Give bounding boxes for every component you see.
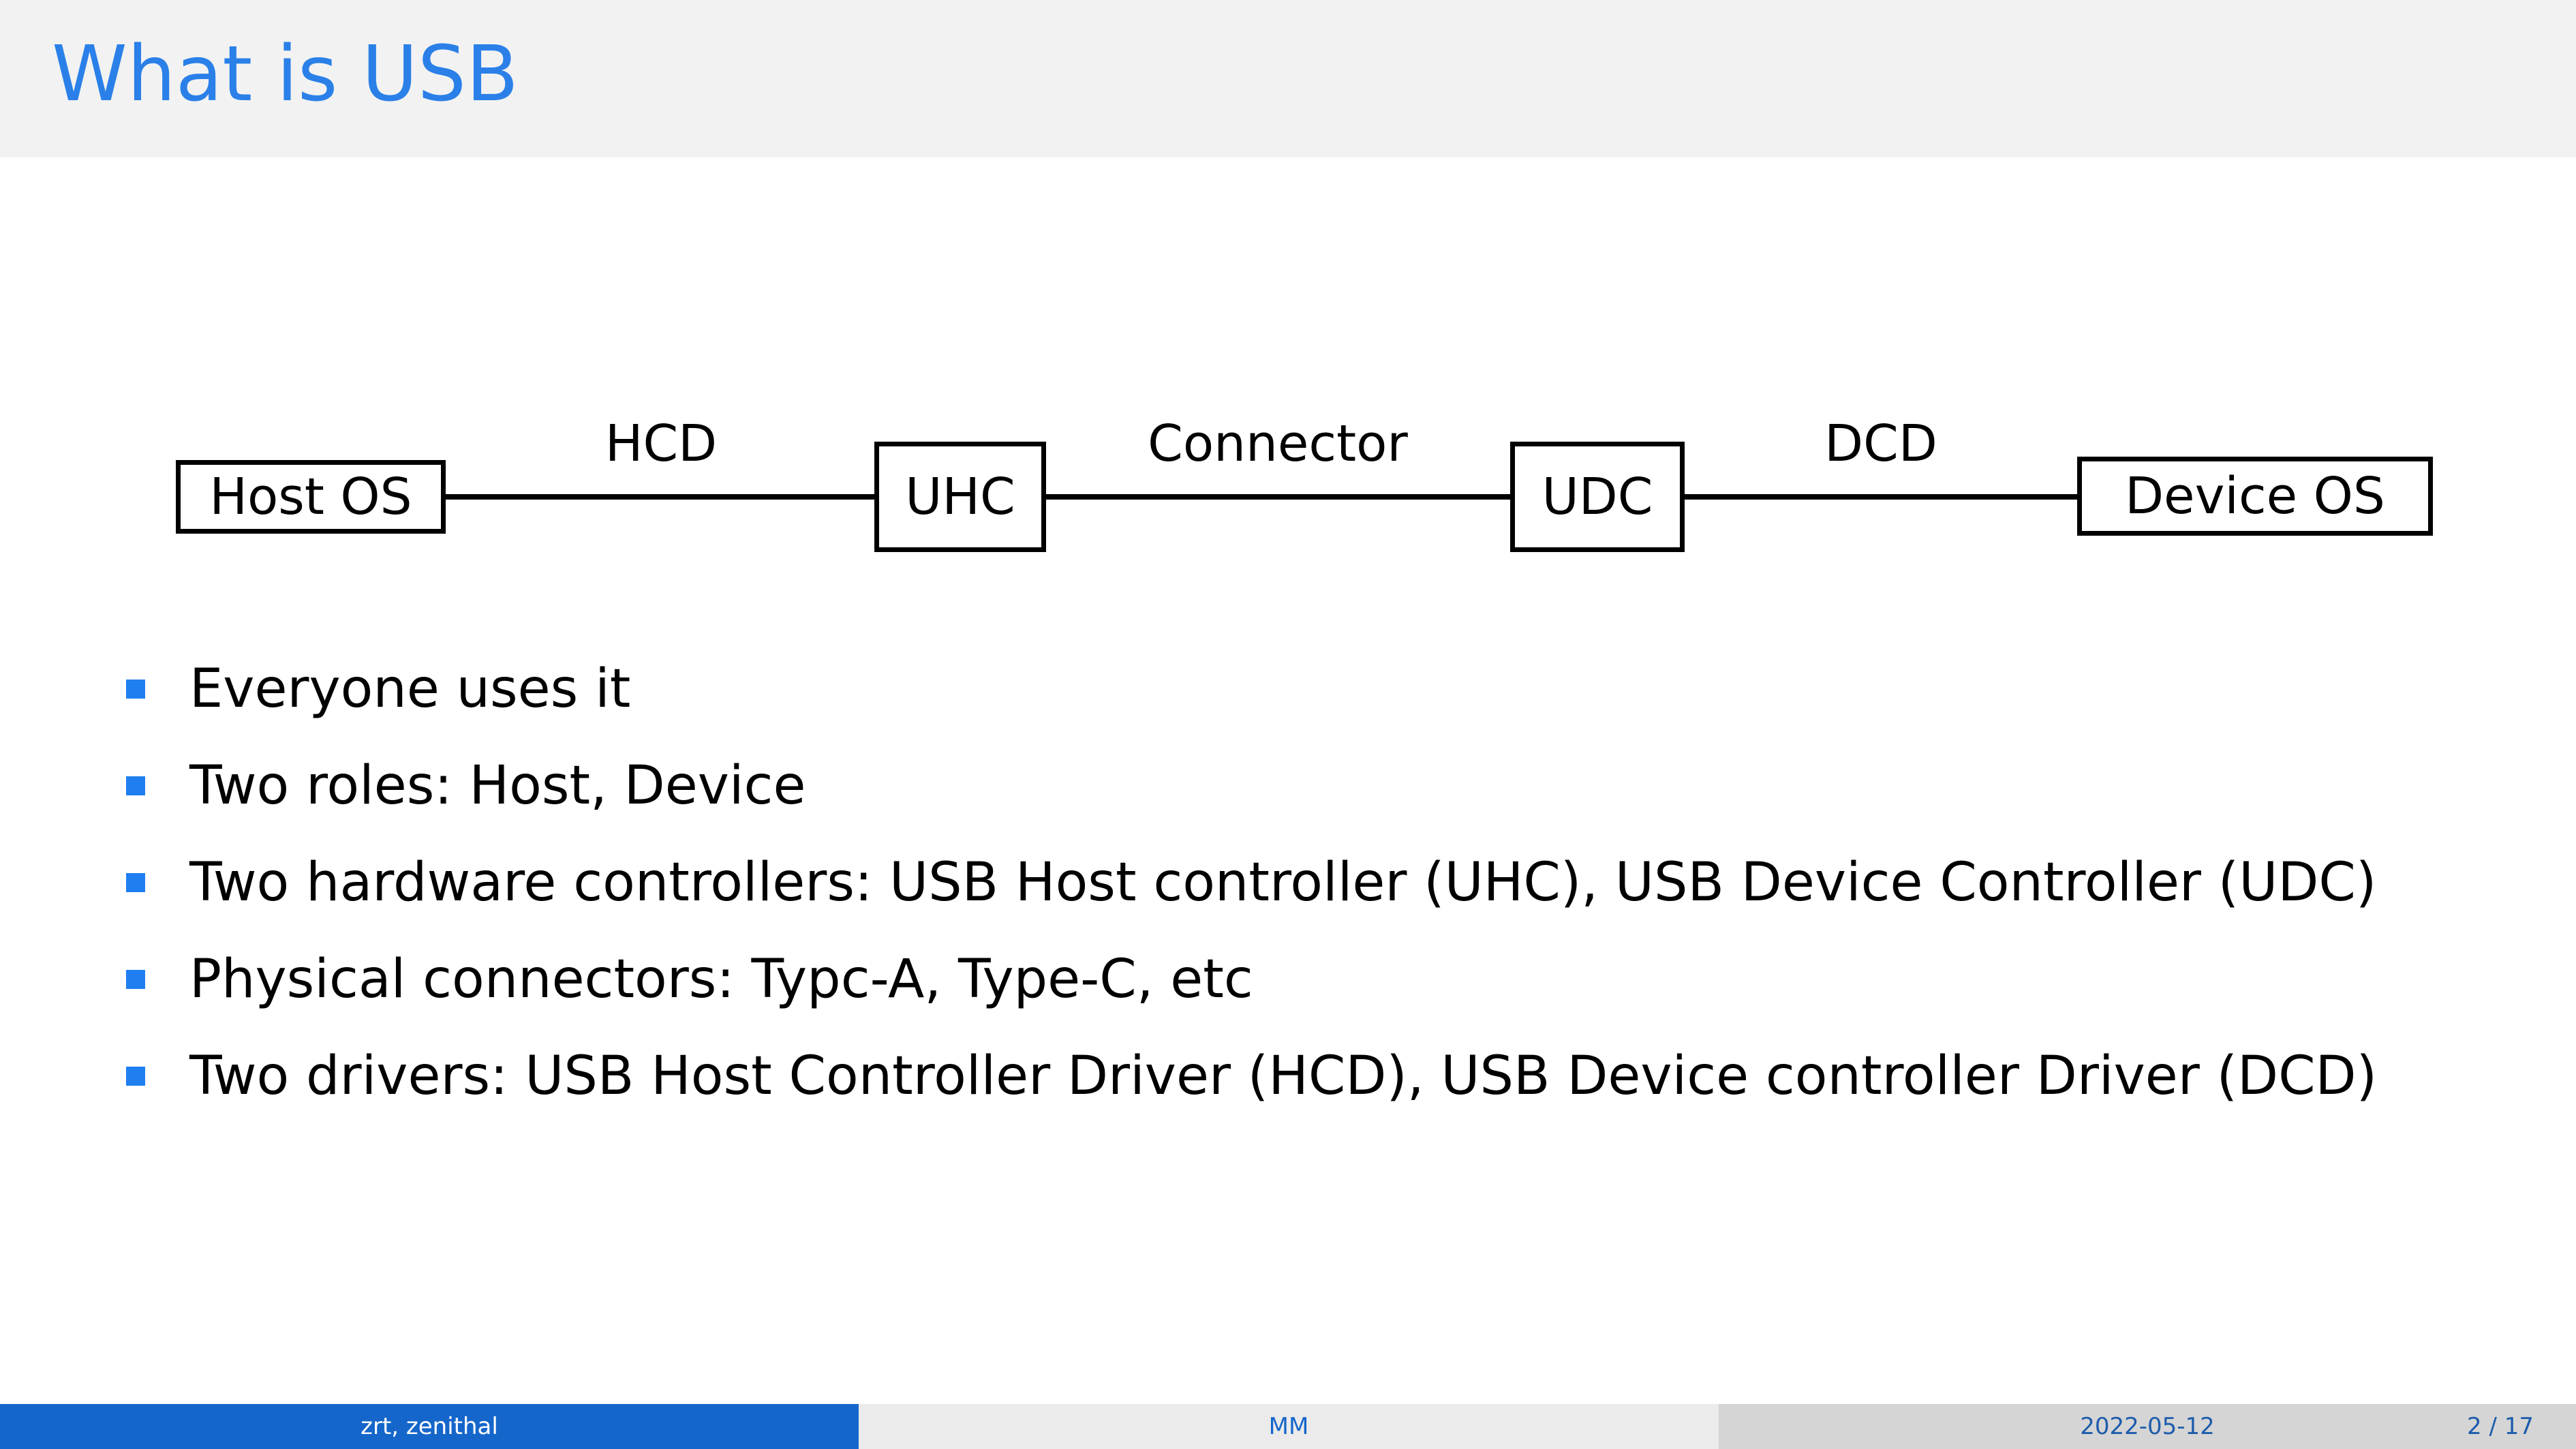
diagram-node-host-os: Host OS [176, 460, 446, 534]
list-item: Physical connectors: Typc-A, Type-C, etc [0, 931, 2576, 1028]
list-item: Two hardware controllers: USB Host contr… [0, 834, 2576, 931]
edge-line-connector [1041, 494, 1514, 500]
list-item-label: Two drivers: USB Host Controller Driver … [189, 1046, 2378, 1107]
edge-label-connector: Connector [1148, 414, 1408, 473]
footer-date: 2022-05-12 [2080, 1413, 2215, 1440]
list-item: Two roles: Host, Device [0, 737, 2576, 834]
footer-page-number: 2 / 17 [2467, 1413, 2534, 1440]
footer-date-page: 2022-05-12 2 / 17 [1719, 1404, 2576, 1449]
usb-architecture-diagram: HCD Connector DCD Host OS UHC UDC Device… [0, 382, 2576, 641]
list-item-label: Everyone uses it [189, 658, 631, 720]
list-item: Everyone uses it [0, 641, 2576, 737]
slide-footer: zrt, zenithal MM 2022-05-12 2 / 17 [0, 1404, 2576, 1449]
list-item: Two drivers: USB Host Controller Driver … [0, 1028, 2576, 1125]
edge-label-hcd: HCD [604, 414, 718, 473]
footer-author: zrt, zenithal [0, 1404, 859, 1449]
list-item-label: Two roles: Host, Device [189, 755, 806, 817]
slide-header-band [0, 0, 2576, 157]
edge-line-dcd [1681, 494, 2081, 500]
list-item-label: Two hardware controllers: USB Host contr… [189, 852, 2377, 913]
bullet-square-icon [126, 776, 145, 795]
footer-institute: MM [859, 1404, 1719, 1449]
edge-label-dcd: DCD [1824, 414, 1937, 473]
bullet-square-icon [126, 680, 145, 699]
bullet-list: Everyone uses it Two roles: Host, Device… [0, 641, 2576, 1125]
bullet-square-icon [126, 1067, 145, 1086]
page-title: What is USB [52, 30, 519, 119]
bullet-square-icon [126, 970, 145, 989]
diagram-node-device-os: Device OS [2077, 457, 2433, 536]
diagram-node-udc: UDC [1510, 442, 1685, 552]
bullet-square-icon [126, 873, 145, 892]
edge-line-hcd [442, 494, 879, 500]
list-item-label: Physical connectors: Typc-A, Type-C, etc [189, 949, 1253, 1010]
diagram-node-uhc: UHC [874, 442, 1046, 552]
